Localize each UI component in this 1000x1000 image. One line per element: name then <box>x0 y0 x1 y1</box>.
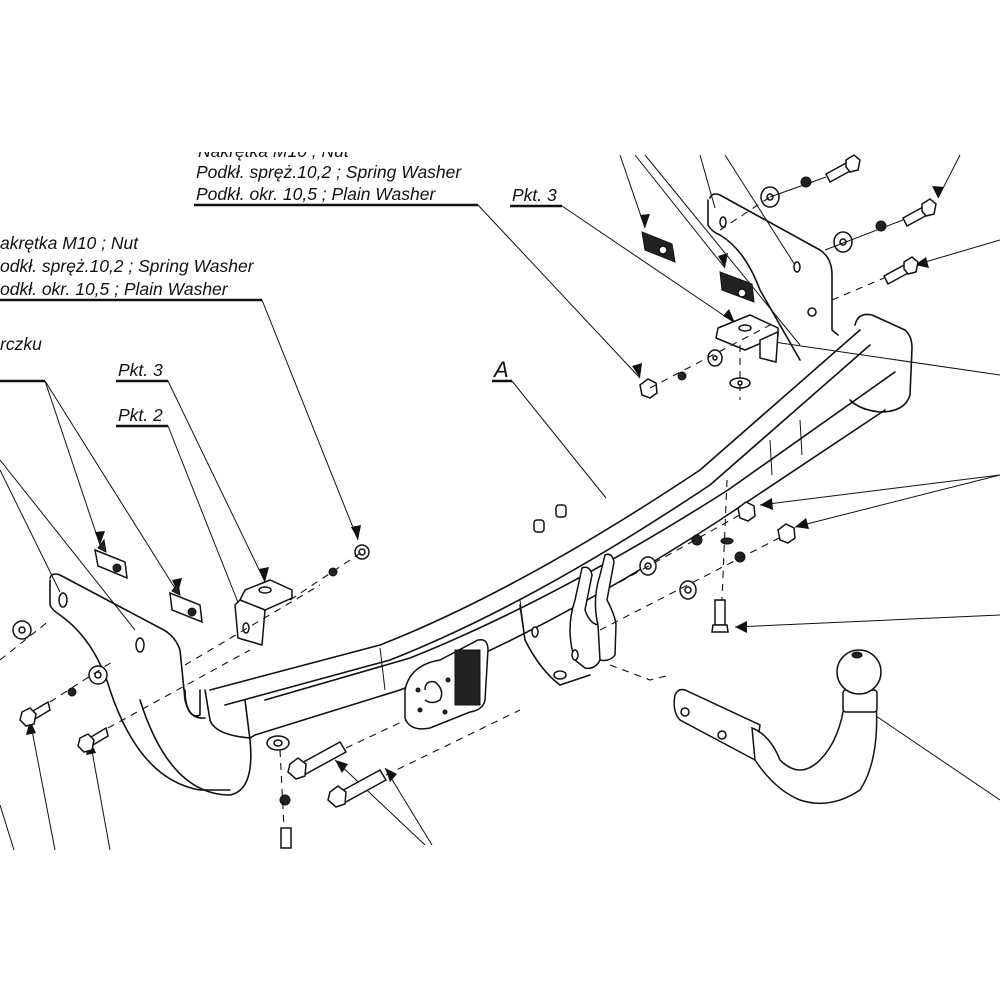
right-angle-bracket <box>715 314 779 363</box>
left-mounting-bracket <box>49 573 231 791</box>
label-left-clipped: rczku <box>0 334 42 354</box>
label-pkt3-right: Pkt. 3 <box>512 185 557 205</box>
cage-nut-left-2 <box>169 581 203 624</box>
label-top-spring-washer: Podkł. spręż.10,2 ; Spring Washer <box>196 162 462 182</box>
left-angle-bracket <box>234 579 293 646</box>
tow-ball-neck <box>609 649 882 805</box>
label-pkt3-left: Pkt. 3 <box>118 360 163 380</box>
cage-nut-right-2 <box>719 271 755 303</box>
label-left-plain-washer: odkł. okr. 10,5 ; Plain Washer <box>0 279 229 299</box>
label-left-nut: akrętka M10 ; Nut <box>0 233 139 253</box>
label-top-plain-washer: Podkł. okr. 10,5 ; Plain Washer <box>196 184 436 204</box>
cage-nut-right-1 <box>641 231 676 263</box>
leader-lines <box>0 154 1000 851</box>
left-nut-washer-set <box>289 544 370 601</box>
label-top-clipped: Nakrętka M10 ; Nut <box>198 141 350 161</box>
ball-mount-plates <box>519 553 617 686</box>
lower-bolt-set <box>266 689 521 849</box>
label-pkt2-left: Pkt. 2 <box>118 405 163 425</box>
right-upper-fasteners <box>639 154 937 400</box>
cage-nut-left-1 <box>94 538 128 580</box>
label-top-block: Nakrętka M10 ; Nut Podkł. spręż.10,2 ; S… <box>194 141 478 207</box>
main-crossbar <box>139 313 913 796</box>
left-bolt-set <box>0 584 321 753</box>
right-mounting-bracket <box>707 193 839 361</box>
right-fastener-set <box>599 479 796 633</box>
label-left-block: akrętka M10 ; Nut odkł. spręż.10,2 ; Spr… <box>0 233 262 302</box>
label-part-a: A <box>492 357 509 382</box>
socket-plate <box>404 638 489 730</box>
label-left-spring-washer: odkł. spręż.10,2 ; Spring Washer <box>0 256 255 276</box>
